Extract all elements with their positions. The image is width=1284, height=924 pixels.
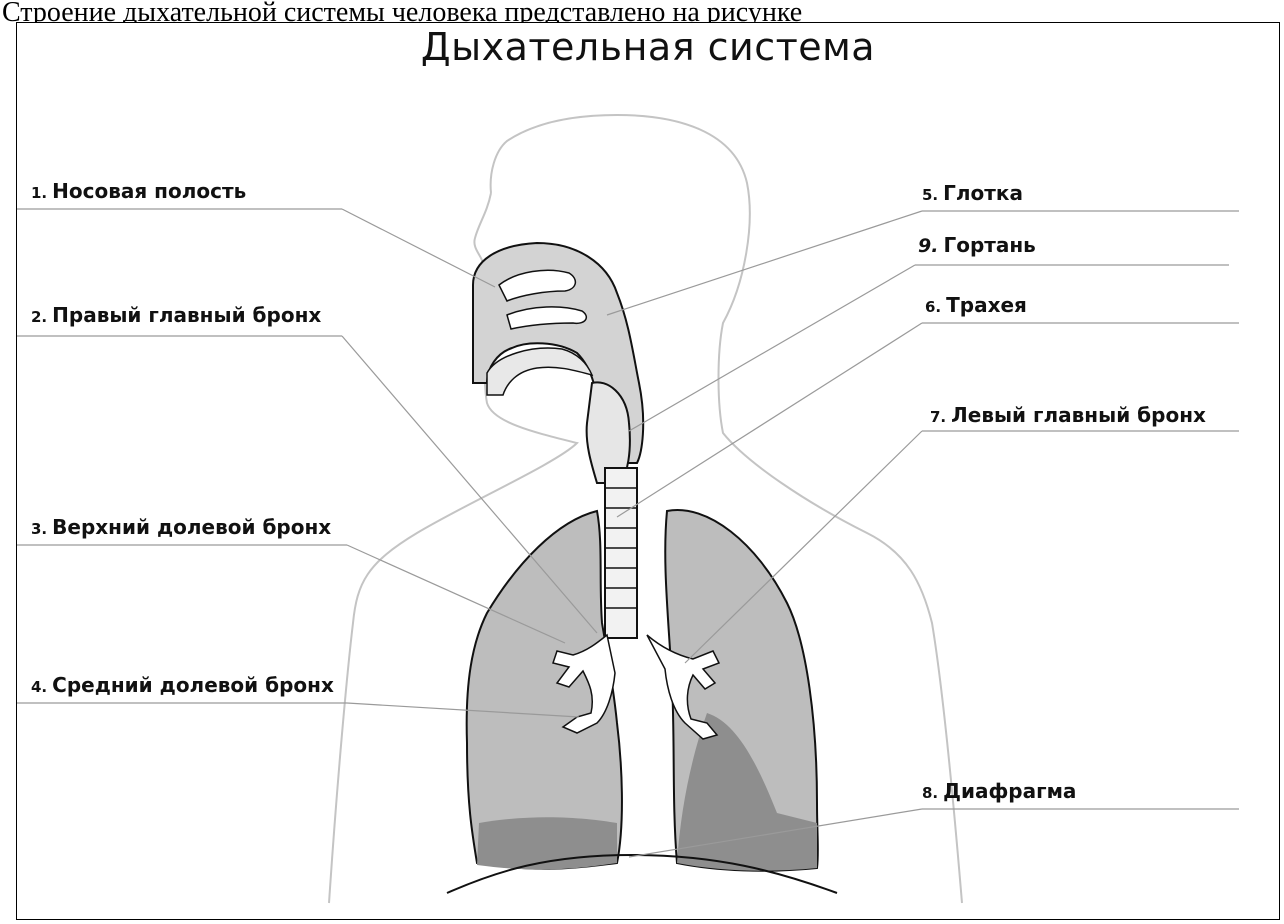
- label-middle-lobe-bronchus: 4.Средний долевой бронх: [31, 673, 334, 697]
- label-trachea: 6.Трахея: [925, 293, 1027, 317]
- label-right-main-bronchus: 2.Правый главный бронх: [31, 303, 321, 327]
- respiratory-illustration: [17, 23, 1280, 920]
- trachea-shape: [605, 468, 637, 638]
- label-larynx: 9.Гортань: [918, 233, 1036, 257]
- diagram-frame: Дыхательная система: [16, 22, 1280, 920]
- label-left-main-bronchus: 7.Левый главный бронх: [930, 403, 1206, 427]
- label-pharynx: 5.Глотка: [922, 181, 1023, 205]
- label-upper-lobe-bronchus: 3.Верхний долевой бронх: [31, 515, 331, 539]
- label-diaphragm: 8.Диафрагма: [922, 779, 1076, 803]
- label-nasal-cavity: 1.Носовая полость: [31, 179, 246, 203]
